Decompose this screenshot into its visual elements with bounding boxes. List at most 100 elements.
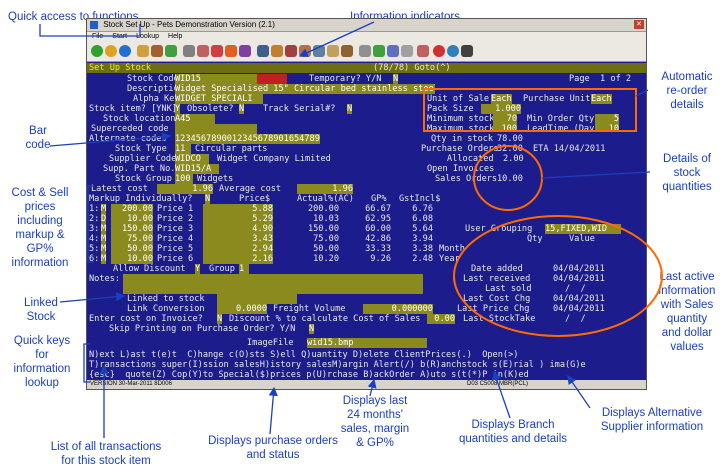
help-icon[interactable] (105, 45, 117, 57)
status-bar: VERSION 30-Mar-2011 8D006 D03 C5008 MBR(… (87, 380, 646, 389)
price-row-price[interactable]: 5.88 (203, 204, 273, 215)
exit-icon[interactable] (461, 45, 473, 57)
enter-cost-label: Enter cost on Invoice? (89, 314, 203, 324)
callout-linked-stock: Linked Stock (24, 297, 58, 323)
truck-icon[interactable] (285, 45, 297, 57)
clipboard-icon[interactable] (387, 45, 399, 57)
stock-code-field[interactable]: WID15 (175, 74, 257, 85)
min-order-field[interactable]: 5 (595, 114, 619, 125)
check-icon[interactable] (373, 45, 385, 57)
alternate-codes-field[interactable]: 1234567890012345678901654789 (175, 134, 320, 145)
image-file-field[interactable]: wid15.bmp (307, 338, 427, 349)
edit-icon[interactable] (151, 45, 163, 57)
chart-icon[interactable] (313, 45, 325, 57)
close-icon[interactable]: ✕ (634, 20, 644, 29)
purchase-unit-field[interactable]: Each (591, 94, 612, 105)
maximum-stock-field[interactable]: 100 (493, 124, 517, 130)
allow-discount-field[interactable]: Y (195, 264, 201, 275)
price-row-gp: 9.26 (370, 254, 391, 264)
price-row-mode[interactable]: D (101, 214, 107, 225)
price-row-price[interactable]: 5.29 (203, 214, 273, 225)
minimum-stock-field[interactable]: 70 (493, 114, 517, 125)
people-icon[interactable] (257, 45, 269, 57)
quick-keys-line-3[interactable]: {esc} quote(Z) Cop(Y)to Special($)prices… (89, 370, 529, 380)
price-row-mode[interactable]: M (101, 244, 107, 255)
freight-volume-label: Freight Volume (273, 304, 346, 314)
stock-type-code[interactable]: 11 (175, 144, 191, 155)
unit-of-sale-field[interactable]: Each (491, 94, 512, 105)
price-row-gp: 62.95 (365, 214, 391, 224)
price-row-mode[interactable]: M (101, 204, 107, 215)
tools-icon[interactable] (401, 45, 413, 57)
folder-icon[interactable] (137, 45, 149, 57)
price-row-price[interactable]: 2.94 (203, 244, 273, 255)
average-cost-field[interactable]: 1.96 (297, 184, 353, 195)
superceded-field[interactable] (175, 124, 257, 134)
latest-cost-field[interactable]: 1.96 (157, 184, 213, 195)
window-titlebar[interactable]: Stock Set Up - Pets Demonstration Versio… (87, 19, 646, 32)
printer-icon[interactable] (183, 45, 195, 57)
price-row-gst: 3.38 (412, 244, 433, 254)
price-row-price[interactable]: 3.43 (203, 234, 273, 245)
price-row-price[interactable]: 4.90 (203, 224, 273, 235)
price-row-mode[interactable]: M (101, 254, 107, 265)
track-serial-field[interactable]: N (347, 104, 353, 115)
supp-part-field[interactable]: WID15/A (175, 164, 219, 175)
last-price-chg-value: 04/04/2011 (553, 304, 605, 314)
menu-file[interactable]: File (92, 33, 104, 40)
menu-help[interactable]: Help (168, 33, 183, 40)
alert-icon[interactable] (225, 45, 237, 57)
price-row-percent[interactable]: 10.00 (111, 254, 153, 265)
book-icon[interactable] (239, 45, 251, 57)
obsolete-field[interactable]: N (239, 104, 245, 115)
supplier-code-label: Supplier Code (109, 154, 177, 164)
price-row-gp: 33.33 (365, 244, 391, 254)
linked-stock-field[interactable] (217, 294, 297, 304)
user-icon[interactable] (197, 45, 209, 57)
freight-volume-field[interactable]: 0.000000 (363, 304, 433, 315)
red-circle-icon[interactable] (433, 45, 445, 57)
supplier-code-field[interactable]: WIDCO (175, 154, 209, 165)
filter-icon[interactable] (165, 45, 177, 57)
alpha-key-field[interactable]: WIDGET SPECIALI (175, 94, 263, 105)
price-row-percent[interactable]: 200.00 (111, 204, 153, 215)
globe-icon[interactable] (447, 45, 459, 57)
invoice-icon[interactable] (327, 45, 339, 57)
pack-size-field[interactable]: 1.000 (481, 104, 521, 115)
money-icon[interactable] (341, 45, 353, 57)
price-row-mode[interactable]: M (101, 234, 107, 245)
price-row-percent[interactable]: 50.00 (111, 244, 153, 255)
percent-icon[interactable] (211, 45, 223, 57)
menu-lookup[interactable]: Lookup (136, 33, 160, 40)
link-conversion-field[interactable]: 0.0000 (217, 304, 267, 315)
price-row-price[interactable]: 2.16 (203, 254, 273, 265)
user-grouping-field[interactable]: 15,FIXED,WID (545, 224, 621, 235)
pencil-icon[interactable] (359, 45, 371, 57)
discount-pct-field[interactable]: 0.00 (427, 314, 455, 325)
price-row-mode[interactable]: M (101, 224, 107, 235)
markup-individually-field[interactable]: N (205, 194, 211, 205)
enter-cost-field[interactable]: N (217, 314, 223, 325)
stock-location-field[interactable]: A45 (175, 114, 215, 125)
price-row-percent[interactable]: 150.00 (111, 224, 153, 235)
price-row-percent[interactable]: 10.00 (111, 214, 153, 225)
stock-item-field[interactable]: Y (175, 104, 181, 115)
description-field[interactable]: Widget Specialised 15" Circular bed stai… (175, 84, 435, 95)
notes-field[interactable] (123, 274, 423, 294)
temporary-field[interactable]: N (393, 74, 399, 85)
forward-icon[interactable] (119, 45, 131, 57)
lead-time-field[interactable]: 10 (595, 124, 619, 130)
back-icon[interactable] (91, 45, 103, 57)
menu-start[interactable]: Start (112, 33, 128, 40)
quick-keys-line-1[interactable]: N)ext L)ast t(e)t C)hange c(O)sts S)ell … (89, 350, 519, 360)
group-field[interactable]: 1 (239, 264, 249, 275)
calendar-icon[interactable] (271, 45, 283, 57)
quick-keys-line-2[interactable]: T)ransactions super(I)ssion salesH)istor… (89, 360, 586, 370)
stock-group-code[interactable]: 100 (175, 174, 193, 185)
hook-icon[interactable] (417, 45, 429, 57)
box-icon[interactable] (299, 45, 311, 57)
skip-printing-field[interactable]: N (309, 324, 315, 335)
price-row-percent[interactable]: 75.00 (111, 234, 153, 245)
app-icon (90, 21, 98, 29)
price-row-number: 4: (89, 234, 100, 244)
